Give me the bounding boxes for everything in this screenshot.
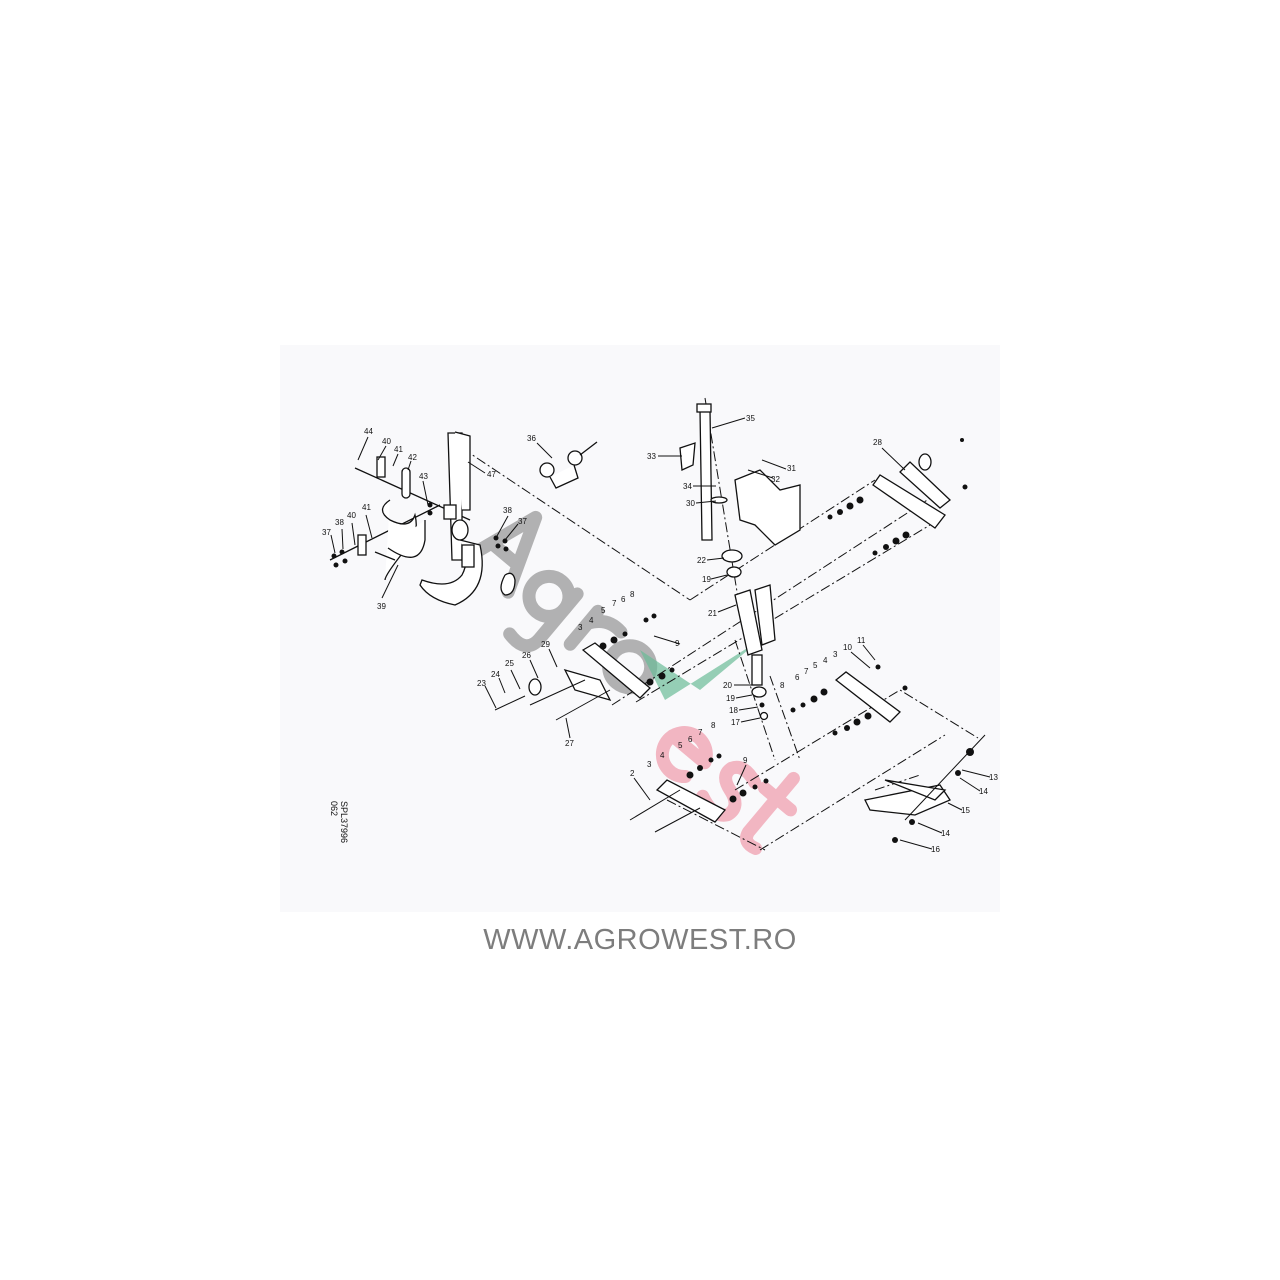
callout-label: 10 xyxy=(843,643,852,652)
callout-label: 38 xyxy=(503,506,512,515)
callout-label: 27 xyxy=(565,739,574,748)
callout-label: 6 xyxy=(688,735,693,744)
callout-label: 29 xyxy=(541,640,550,649)
callout-label: 4 xyxy=(589,616,594,625)
callout-label: 25 xyxy=(505,659,514,668)
callout-label: 32 xyxy=(771,475,780,484)
callout-label: 41 xyxy=(394,445,403,454)
callout-label: 42 xyxy=(408,453,417,462)
callout-label: 28 xyxy=(873,438,882,447)
callout-label: 17 xyxy=(731,718,740,727)
drawing-code-line1: SPL37996 xyxy=(339,800,350,844)
drawing-code-line2: 062 xyxy=(329,800,340,817)
callout-label: 7 xyxy=(698,728,703,737)
callout-label: 3 xyxy=(647,760,652,769)
callout-labels: 44 40 41 42 43 47 36 38 37 37 38 40 41 3… xyxy=(322,414,998,854)
leader-lines xyxy=(330,417,991,850)
callout-label: 37 xyxy=(322,528,331,537)
callout-label: 36 xyxy=(527,434,536,443)
callout-label: 7 xyxy=(612,599,617,608)
callout-label: 15 xyxy=(961,806,970,815)
callout-label: 8 xyxy=(711,721,716,730)
callout-label: 34 xyxy=(683,482,692,491)
callout-label: 18 xyxy=(729,706,738,715)
callout-label: 23 xyxy=(477,679,486,688)
callout-label: 22 xyxy=(697,556,706,565)
callout-label: 4 xyxy=(660,751,665,760)
callout-label: 38 xyxy=(335,518,344,527)
callout-label: 16 xyxy=(931,845,940,854)
callout-label: 20 xyxy=(723,681,732,690)
callout-label: 31 xyxy=(787,464,796,473)
callout-label: 6 xyxy=(795,673,800,682)
website-url: WWW.AGROWEST.RO xyxy=(483,924,797,956)
callout-label: 5 xyxy=(601,606,606,615)
callout-label: 40 xyxy=(382,437,391,446)
parts xyxy=(329,403,986,843)
callout-label: 33 xyxy=(647,452,656,461)
callout-label: 30 xyxy=(686,499,695,508)
callout-label: 39 xyxy=(377,602,386,611)
callout-label: 47 xyxy=(487,470,496,479)
callout-label: 35 xyxy=(746,414,755,423)
callout-label: 11 xyxy=(857,636,866,645)
callout-label: 14 xyxy=(979,787,988,796)
callout-label: 9 xyxy=(675,639,680,648)
callout-label: 7 xyxy=(804,667,809,676)
callout-label: 2 xyxy=(630,769,635,778)
callout-label: 3 xyxy=(833,650,838,659)
callout-label: 21 xyxy=(708,609,717,618)
callout-label: 14 xyxy=(941,829,950,838)
callout-label: 26 xyxy=(522,651,531,660)
watermark-check-mark xyxy=(640,640,760,700)
callout-label: 40 xyxy=(347,511,356,520)
callout-label: 8 xyxy=(780,681,785,690)
callout-label: 24 xyxy=(491,670,500,679)
callout-label: 8 xyxy=(630,590,635,599)
callout-label: 37 xyxy=(518,517,527,526)
callout-label: 6 xyxy=(621,595,626,604)
callout-label: 4 xyxy=(823,656,828,665)
callout-label: 5 xyxy=(813,661,818,670)
callout-label: 41 xyxy=(362,503,371,512)
callout-label: 44 xyxy=(364,427,373,436)
callout-label: 5 xyxy=(678,741,683,750)
callout-label: 43 xyxy=(419,472,428,481)
callout-label: 19 xyxy=(702,575,711,584)
callout-label: 9 xyxy=(743,756,748,765)
callout-label: 3 xyxy=(578,623,583,632)
callout-label: 13 xyxy=(989,773,998,782)
callout-label: 19 xyxy=(726,694,735,703)
diagram-background xyxy=(280,345,1000,912)
